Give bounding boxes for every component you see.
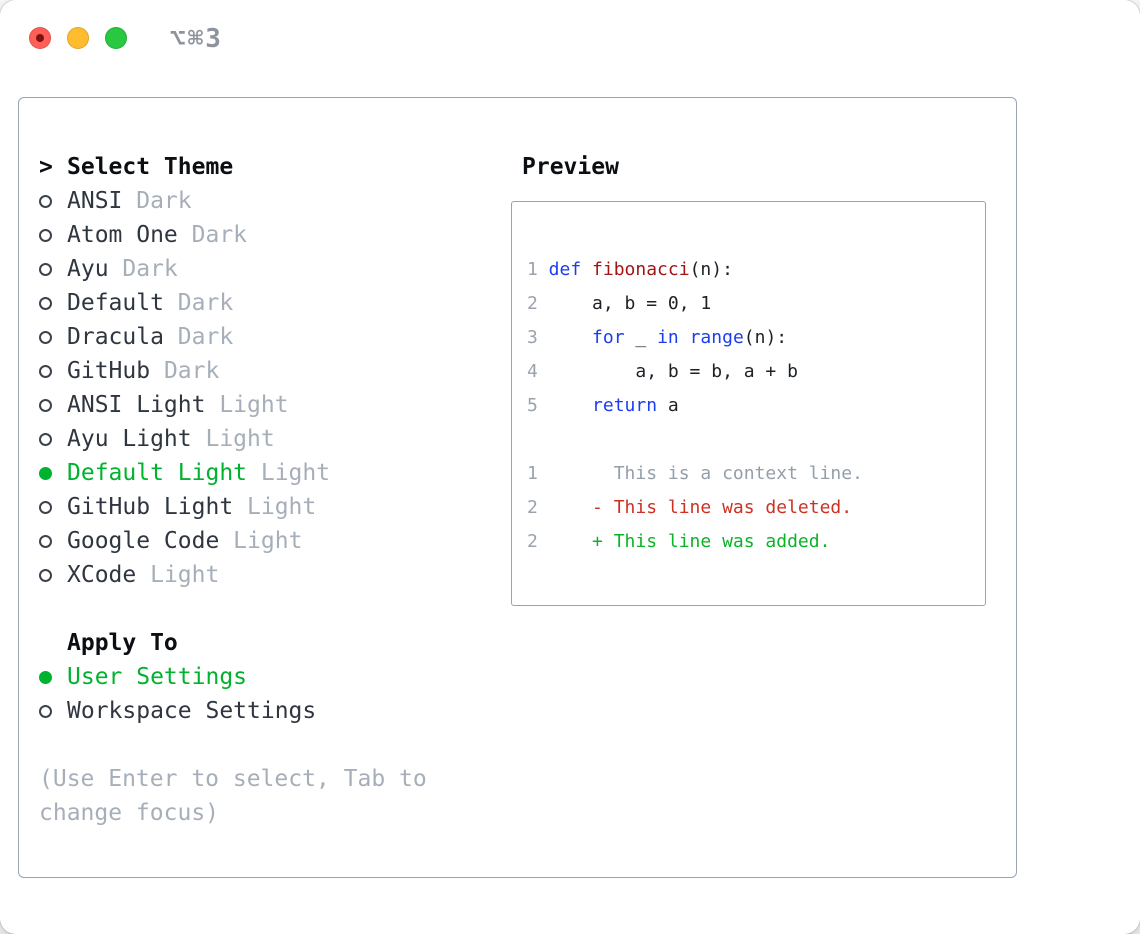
option-label: Dracula Dark — [67, 324, 234, 350]
hint-text: (Use Enter to select, Tab to change focus… — [39, 762, 427, 830]
radio-icon — [39, 296, 52, 310]
select-theme-heading: Select Theme — [67, 154, 234, 180]
radio-icon — [39, 398, 52, 412]
titlebar: ⌥⌘3 — [0, 0, 1140, 60]
radio-icon — [39, 330, 52, 344]
theme-option-github[interactable]: GitHub Dark — [39, 354, 427, 388]
option-label: User Settings — [67, 664, 248, 690]
option-label: Default Light Light — [67, 460, 331, 486]
close-button[interactable] — [29, 27, 51, 49]
zoom-button[interactable] — [105, 27, 127, 49]
option-label: Workspace Settings — [67, 698, 317, 724]
radio-selected-icon — [39, 670, 67, 684]
minimize-button[interactable] — [67, 27, 89, 49]
radio-icon — [39, 228, 52, 242]
radio-icon — [39, 432, 52, 446]
select-theme-heading-row: > Select Theme — [39, 150, 427, 184]
apply-to-heading-row: Apply To — [39, 626, 427, 660]
option-label: GitHub Light Light — [67, 494, 317, 520]
radio-icon — [39, 262, 67, 276]
prompt-icon: > — [39, 154, 53, 180]
option-label: ANSI Dark — [67, 188, 192, 214]
preview-heading: Preview — [522, 154, 619, 180]
radio-icon — [39, 262, 52, 276]
radio-icon — [39, 534, 52, 548]
line-number: 3 — [527, 327, 538, 348]
apply-to-option-workspace-settings[interactable]: Workspace Settings — [39, 694, 427, 728]
theme-option-ansi[interactable]: ANSI Dark — [39, 184, 427, 218]
option-label: XCode Light — [67, 562, 220, 588]
line-number: 2 — [527, 531, 538, 552]
theme-option-default-light[interactable]: Default Light Light — [39, 456, 427, 490]
theme-option-google-code[interactable]: Google Code Light — [39, 524, 427, 558]
apply-to-heading: Apply To — [67, 630, 178, 656]
line-number: 1 — [527, 463, 538, 484]
radio-icon — [39, 228, 67, 242]
option-label: GitHub Dark — [67, 358, 220, 384]
radio-icon — [39, 364, 52, 378]
theme-option-ansi-light[interactable]: ANSI Light Light — [39, 388, 427, 422]
radio-icon — [39, 398, 67, 412]
radio-icon — [39, 704, 52, 718]
code-line: 2 a, b = 0, 1 — [527, 287, 985, 321]
line-number: 2 — [527, 293, 538, 314]
window-shortcut-label: ⌥⌘3 — [170, 24, 223, 54]
apply-to-option-user-settings[interactable]: User Settings — [39, 660, 427, 694]
radio-icon — [39, 194, 52, 208]
diff-line: 2 + This line was added. — [527, 525, 985, 559]
radio-icon — [39, 364, 67, 378]
option-label: Google Code Light — [67, 528, 303, 554]
code-line: 5 return a — [527, 389, 985, 423]
diff-line: 2 - This line was deleted. — [527, 491, 985, 525]
line-number: 5 — [527, 395, 538, 416]
option-label: Ayu Dark — [67, 256, 178, 282]
radio-icon — [39, 330, 67, 344]
diff-line: 1 This is a context line. — [527, 457, 985, 491]
radio-icon — [39, 568, 52, 582]
option-label: Atom One Dark — [67, 222, 248, 248]
blank-line — [527, 423, 985, 457]
theme-option-atom-one[interactable]: Atom One Dark — [39, 218, 427, 252]
theme-option-ayu[interactable]: Ayu Dark — [39, 252, 427, 286]
line-number: 2 — [527, 497, 538, 518]
radio-selected-icon — [39, 466, 52, 480]
code-line: 4 a, b = b, a + b — [527, 355, 985, 389]
radio-icon — [39, 296, 67, 310]
option-label: Ayu Light Light — [67, 426, 275, 452]
radio-icon — [39, 500, 67, 514]
radio-icon — [39, 194, 67, 208]
theme-option-github-light[interactable]: GitHub Light Light — [39, 490, 427, 524]
theme-option-default[interactable]: Default Dark — [39, 286, 427, 320]
spacer — [39, 592, 427, 626]
spacer — [39, 728, 427, 762]
radio-icon — [39, 704, 67, 718]
line-number: 4 — [527, 361, 538, 382]
radio-selected-icon — [39, 466, 67, 480]
hint-line: change focus) — [39, 800, 220, 826]
radio-selected-icon — [39, 670, 52, 684]
code-line: 3 for _ in range(n): — [527, 321, 985, 355]
hint-line: (Use Enter to select, Tab to — [39, 766, 427, 792]
radio-icon — [39, 534, 67, 548]
radio-icon — [39, 432, 67, 446]
option-label: Default Dark — [67, 290, 234, 316]
radio-icon — [39, 568, 67, 582]
theme-option-xcode[interactable]: XCode Light — [39, 558, 427, 592]
option-label: ANSI Light Light — [67, 392, 289, 418]
theme-option-ayu-light[interactable]: Ayu Light Light — [39, 422, 427, 456]
theme-option-dracula[interactable]: Dracula Dark — [39, 320, 427, 354]
radio-icon — [39, 500, 52, 514]
line-number: 1 — [527, 259, 538, 280]
